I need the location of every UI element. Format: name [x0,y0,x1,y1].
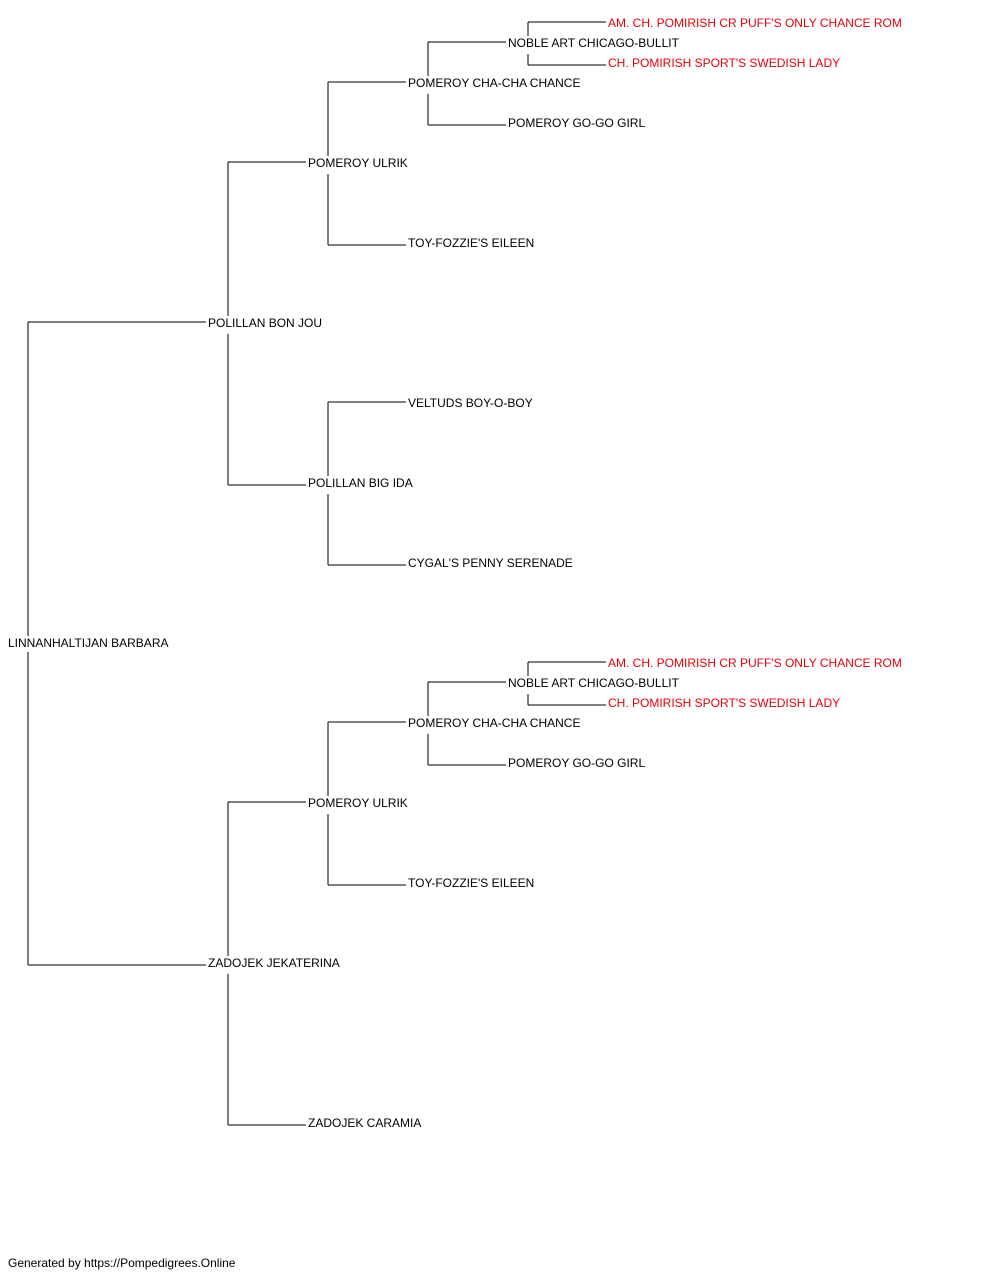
sire-sire-sire-sire-dam-name: CH. POMIRISH SPORT'S SWEDISH LADY [608,56,840,70]
sire-sire-dam-name: TOY-FOZZIE'S EILEEN [408,236,534,250]
sire-dam-sire-name: VELTUDS BOY-O-BOY [408,396,533,410]
pedigree-names: LINNANHALTIJAN BARBARA POLILLAN BON JOU … [8,16,902,1130]
dam-sire-sire-dam-name: POMEROY GO-GO GIRL [508,756,645,770]
dam-name: ZADOJEK JEKATERINA [208,956,340,970]
sire-sire-sire-name: POMEROY CHA-CHA CHANCE [408,76,580,90]
sire-sire-sire-sire-sire-name: AM. CH. POMIRISH CR PUFF'S ONLY CHANCE R… [608,16,902,30]
subject-name: LINNANHALTIJAN BARBARA [8,636,168,650]
sire-dam-name: POLILLAN BIG IDA [308,476,413,490]
sire-sire-sire-dam-name: POMEROY GO-GO GIRL [508,116,645,130]
pedigree-connector-lines [27,21,606,1126]
dam-sire-sire-name: POMEROY CHA-CHA CHANCE [408,716,580,730]
dam-sire-sire-sire-sire-name: AM. CH. POMIRISH CR PUFF'S ONLY CHANCE R… [608,656,902,670]
sire-sire-name: POMEROY ULRIK [308,156,408,170]
sire-sire-sire-sire-name: NOBLE ART CHICAGO-BULLIT [508,36,680,50]
dam-sire-name: POMEROY ULRIK [308,796,408,810]
generated-by-text: Generated by https://Pompedigrees.Online [8,1256,236,1270]
footer: Generated by https://Pompedigrees.Online [8,1256,236,1270]
dam-sire-sire-sire-name: NOBLE ART CHICAGO-BULLIT [508,676,680,690]
sire-dam-dam-name: CYGAL'S PENNY SERENADE [408,556,573,570]
sire-name: POLILLAN BON JOU [208,316,322,330]
dam-sire-sire-sire-dam-name: CH. POMIRISH SPORT'S SWEDISH LADY [608,696,840,710]
dam-sire-dam-name: TOY-FOZZIE'S EILEEN [408,876,534,890]
dam-dam-name: ZADOJEK CARAMIA [308,1116,421,1130]
